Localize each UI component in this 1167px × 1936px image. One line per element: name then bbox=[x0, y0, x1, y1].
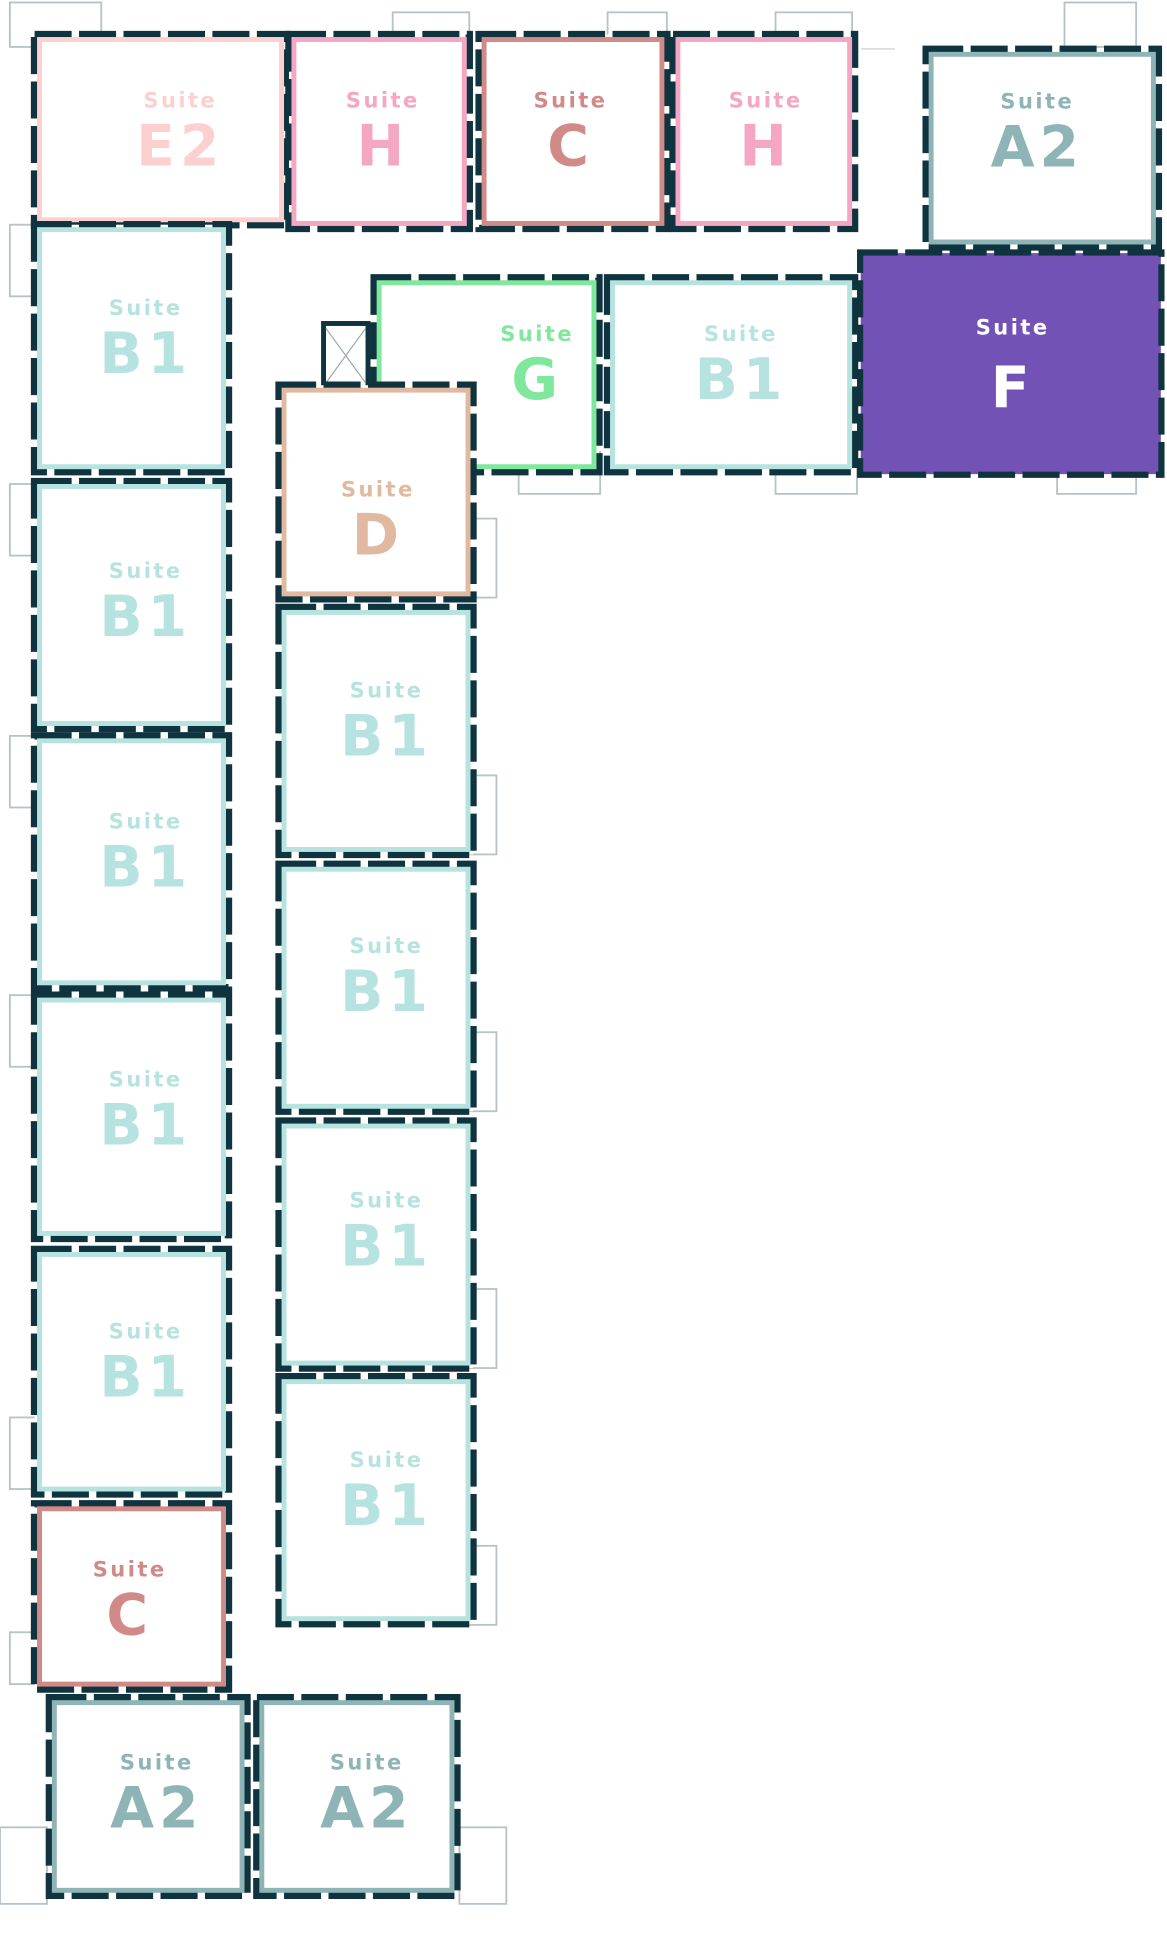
corridor-floor bbox=[229, 228, 959, 278]
balcony bbox=[1063, 1, 1138, 48]
corridor bbox=[229, 49, 959, 1723]
balcony bbox=[458, 1826, 508, 1905]
suite-word-label: Suite bbox=[729, 88, 803, 112]
suite-code-label: B1 bbox=[695, 347, 788, 413]
suite-word-label: Suite bbox=[704, 322, 778, 346]
suite-word-label: Suite bbox=[346, 88, 420, 112]
suite-code-label: B1 bbox=[99, 321, 192, 387]
suite-outline bbox=[37, 997, 226, 1236]
suite-outline bbox=[37, 1506, 226, 1687]
suite-code-label: G bbox=[511, 347, 563, 413]
suite-outline bbox=[37, 738, 226, 986]
suite-outline bbox=[610, 280, 853, 470]
suite-outline bbox=[37, 37, 285, 223]
suite-outline bbox=[675, 37, 853, 226]
suite-outline bbox=[259, 1700, 455, 1893]
suite-code-label: A2 bbox=[320, 1775, 413, 1841]
corridor-floor bbox=[229, 228, 280, 1723]
suite-outline bbox=[51, 1700, 245, 1893]
balcony bbox=[0, 1826, 48, 1905]
suite-outline bbox=[281, 387, 471, 597]
suite-outline bbox=[281, 609, 471, 852]
suite-code-label: B1 bbox=[99, 835, 192, 901]
suite-word-label: Suite bbox=[109, 809, 183, 833]
suite-word-label: Suite bbox=[350, 1189, 424, 1213]
suite-outline bbox=[928, 51, 1156, 245]
suite-code-label: A2 bbox=[110, 1775, 203, 1841]
suite-code-label: B1 bbox=[99, 1093, 192, 1159]
suite-word-label: Suite bbox=[350, 934, 424, 958]
suite-code-label: E2 bbox=[136, 113, 224, 179]
corridor-floor bbox=[859, 49, 927, 229]
suite-word-label: Suite bbox=[109, 559, 183, 583]
suite-word-label: Suite bbox=[976, 316, 1050, 340]
suite-outline bbox=[37, 227, 226, 470]
suite-code-label: B1 bbox=[340, 704, 433, 770]
suite-code-label: B1 bbox=[340, 959, 433, 1025]
suite-code-label: H bbox=[739, 113, 791, 179]
suite-outline bbox=[481, 37, 665, 226]
suite-outline bbox=[291, 37, 467, 226]
suite-code-label: H bbox=[357, 113, 409, 179]
suite-word-label: Suite bbox=[350, 679, 424, 703]
suite-word-label: Suite bbox=[109, 296, 183, 320]
suite-outline bbox=[863, 255, 1159, 472]
suite-word-label: Suite bbox=[109, 1068, 183, 1092]
suite-word-label: Suite bbox=[143, 88, 217, 112]
suite-code-label: A2 bbox=[991, 115, 1084, 181]
suite-word-label: Suite bbox=[330, 1750, 404, 1774]
elevator-cross bbox=[325, 328, 367, 440]
corridor-floor bbox=[291, 1627, 460, 1697]
suite-code-label: B1 bbox=[99, 584, 192, 650]
suite-word-label: Suite bbox=[500, 322, 574, 346]
suite-word-label: Suite bbox=[534, 88, 608, 112]
suite-outline bbox=[281, 1123, 471, 1366]
suite-outline bbox=[37, 1251, 226, 1492]
suite-outline bbox=[281, 866, 471, 1109]
suite-word-label: Suite bbox=[350, 1448, 424, 1472]
suite-word-label: Suite bbox=[109, 1319, 183, 1343]
suite-code-label: B1 bbox=[340, 1214, 433, 1280]
suite-word-label: Suite bbox=[1000, 90, 1074, 114]
suite-code-label: B1 bbox=[340, 1473, 433, 1539]
suite-code-label: F bbox=[991, 355, 1035, 421]
suite-word-label: Suite bbox=[93, 1558, 167, 1582]
suite-code-label: B1 bbox=[99, 1344, 192, 1410]
suite-outline bbox=[37, 484, 226, 726]
suite-code-label: C bbox=[547, 113, 594, 179]
suite-word-label: Suite bbox=[120, 1750, 194, 1774]
suite-code-label: D bbox=[352, 502, 404, 568]
suite-outline bbox=[281, 1379, 471, 1622]
suite-code-label: C bbox=[106, 1583, 153, 1649]
suite-word-label: Suite bbox=[341, 477, 415, 501]
